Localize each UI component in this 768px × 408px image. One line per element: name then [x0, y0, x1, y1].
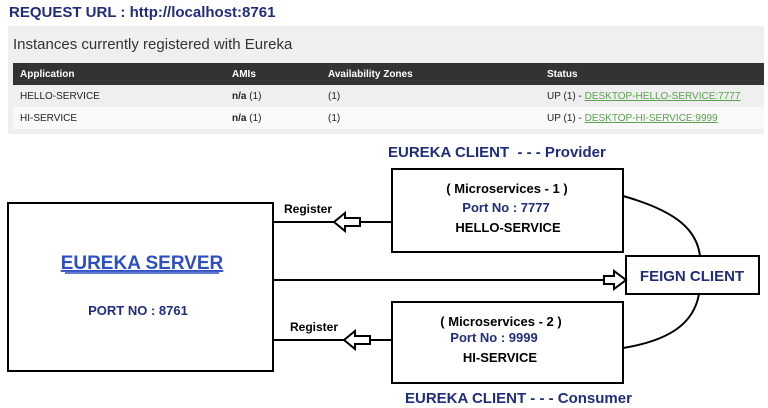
feign-to-service-2-curve: [622, 293, 700, 349]
microservice-1-box: [391, 168, 624, 253]
microservice-1-title: ( Microservices - 1 ): [446, 181, 567, 196]
provider-caption: EUREKA CLIENT - - - Provider: [388, 144, 606, 161]
application-cell: HI-SERVICE: [13, 107, 225, 129]
column-header-status: Status: [540, 63, 764, 85]
microservice-2-port: Port No : 9999: [450, 330, 537, 345]
register-arrow-2: [342, 328, 371, 352]
microservice-2-box: [391, 301, 624, 384]
register-label-1: Register: [284, 202, 332, 216]
table-row: HI-SERVICE n/a (1) (1) UP (1) - DESKTOP-…: [13, 107, 764, 129]
eureka-server-title: EUREKA SERVER: [61, 253, 224, 274]
zones-cell: (1): [321, 85, 540, 107]
consumer-caption: EUREKA CLIENT - - - Consumer: [405, 390, 632, 407]
eureka-instances-panel: Instances currently registered with Eure…: [8, 26, 764, 134]
status-prefix: UP (1) -: [547, 112, 585, 124]
column-header-amis: AMIs: [225, 63, 321, 85]
microservice-2-name: HI-SERVICE: [463, 350, 537, 365]
feign-client-box: [625, 255, 760, 295]
instance-link-hello-service[interactable]: DESKTOP-HELLO-SERVICE:7777: [584, 90, 741, 102]
feign-to-service-1-curve: [622, 195, 701, 257]
server-to-feign-arrow: [603, 269, 628, 291]
amis-cell: n/a (1): [225, 85, 321, 107]
status-cell: UP (1) - DESKTOP-HI-SERVICE:9999: [540, 107, 764, 129]
microservice-1-name: HELLO-SERVICE: [455, 220, 561, 235]
amis-value: n/a: [232, 90, 247, 102]
status-prefix: UP (1) -: [547, 90, 585, 102]
eureka-server-port: PORT NO : 8761: [88, 303, 188, 318]
amis-value: n/a: [232, 112, 247, 124]
instances-heading: Instances currently registered with Eure…: [13, 36, 293, 53]
status-cell: UP (1) - DESKTOP-HELLO-SERVICE:7777: [540, 85, 764, 107]
instance-link-hi-service[interactable]: DESKTOP-HI-SERVICE:9999: [584, 112, 718, 124]
table-row: HELLO-SERVICE n/a (1) (1) UP (1) - DESKT…: [13, 85, 764, 107]
amis-cell: n/a (1): [225, 107, 321, 129]
table-header-row: Application AMIs Availability Zones Stat…: [13, 63, 764, 85]
request-url: REQUEST URL : http://localhost:8761: [9, 4, 276, 21]
application-cell: HELLO-SERVICE: [13, 85, 225, 107]
amis-count: (1): [249, 112, 262, 124]
microservice-2-title: ( Microservices - 2 ): [440, 314, 561, 329]
eureka-server-box: [7, 202, 274, 372]
zones-cell: (1): [321, 107, 540, 129]
column-header-zones: Availability Zones: [321, 63, 540, 85]
column-header-application: Application: [13, 63, 225, 85]
feign-client-label: FEIGN CLIENT: [640, 268, 744, 285]
microservice-1-port: Port No : 7777: [462, 200, 549, 215]
register-arrow-1: [332, 210, 361, 234]
instances-table: Application AMIs Availability Zones Stat…: [13, 63, 764, 129]
register-label-2: Register: [290, 320, 338, 334]
amis-count: (1): [249, 90, 262, 102]
